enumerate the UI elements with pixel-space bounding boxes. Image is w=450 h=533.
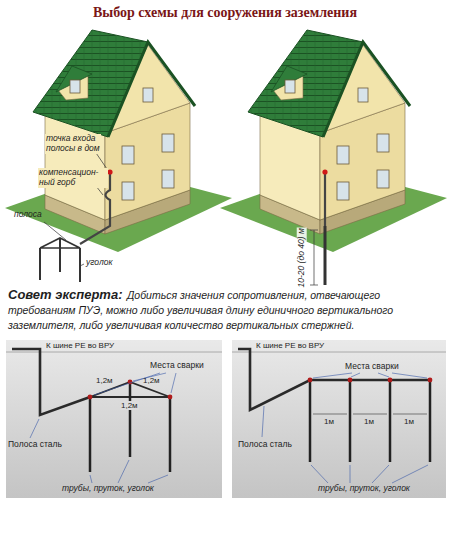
callout-label: Полоса сталь	[8, 440, 62, 450]
note-heading: Совет эксперта:	[8, 287, 122, 302]
expert-note: Совет эксперта: Добиться значения сопрот…	[8, 287, 444, 332]
callout-label: трубы, пруток, уголок	[62, 484, 154, 494]
callout-label: полоса	[14, 210, 42, 220]
callout-label: Полоса сталь	[238, 440, 292, 450]
callout-label: уголок	[86, 258, 112, 268]
callout-label: компенсацион- ный горб	[38, 168, 108, 188]
callout-label: трубы, пруток, уголок	[318, 484, 410, 494]
dimension-label: 1,2м	[143, 376, 160, 385]
deep-grounding	[310, 169, 328, 285]
callout-label: Места сварки	[150, 361, 204, 371]
dimension-label: 10-20 (до 40) м	[297, 227, 307, 288]
bus-label: К шине РЕ во ВРУ	[46, 341, 114, 350]
dimension-label: 1м	[324, 417, 334, 426]
dimension-label: 1,2м	[96, 376, 113, 385]
dimension-label: 1м	[364, 417, 374, 426]
ground-section-right	[232, 340, 446, 498]
dimension-label: 1,2м	[120, 401, 139, 410]
dimension-label: 1м	[404, 417, 414, 426]
callout-label: точка входа полосы в дом	[45, 134, 101, 154]
diagram-title: Выбор схемы для сооружения заземления	[0, 5, 450, 21]
ground-section-left	[6, 340, 222, 498]
callout-label: Места сварки	[345, 362, 399, 372]
bus-label: К шине РЕ во ВРУ	[256, 341, 324, 350]
